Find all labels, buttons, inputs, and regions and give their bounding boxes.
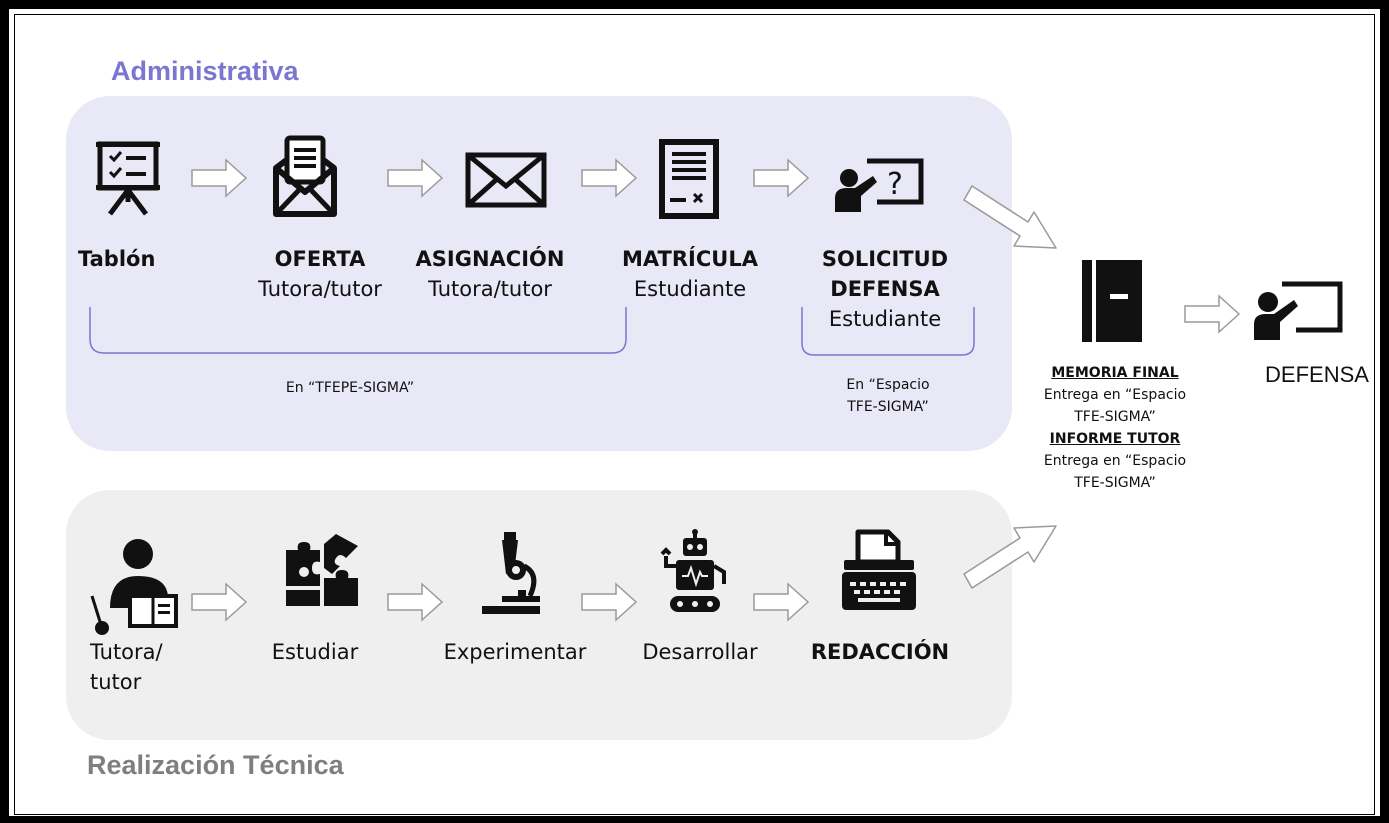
realizacion-tecnica-title: Realización Técnica: [87, 750, 344, 780]
tutor-label: Tutora/ tutor: [90, 640, 163, 694]
svg-text:?: ?: [887, 167, 903, 202]
tablon-label: Tablón: [78, 247, 156, 271]
arrow-right-icon: [191, 582, 248, 622]
typewriter-icon: [842, 529, 916, 610]
asignacion-label: ASIGNACIÓN Tutora/tutor: [415, 247, 565, 301]
arrow-right-icon: [581, 158, 638, 198]
brace-espacio: [801, 307, 975, 356]
teacher-question-icon: ?: [835, 158, 924, 212]
arrow-right-icon: [753, 158, 810, 198]
defensa-label: DEFENSA: [1265, 362, 1369, 387]
memoria-final-block: MEMORIA FINAL Entrega en “Espacio TFE-SI…: [1043, 365, 1187, 491]
estudiar-label: Estudiar: [271, 640, 359, 664]
arrow-right-icon: [581, 582, 638, 622]
envelope-letter-icon: [273, 135, 337, 217]
document-form-icon: [659, 139, 719, 219]
arrow-right-icon: [387, 158, 444, 198]
matricula-label: MATRÍCULA Estudiante: [622, 247, 758, 301]
teacher-board-icon: [1254, 281, 1343, 340]
arrow-diagonal-up-icon: [963, 525, 1057, 589]
tfepe-note: En “TFEPE-SIGMA”: [285, 380, 415, 396]
arrow-right-icon: [753, 582, 810, 622]
arrow-right-icon: [387, 582, 444, 622]
desarrollar-label: Desarrollar: [642, 640, 758, 664]
envelope-icon: [465, 152, 547, 208]
brace-tfepe: [89, 307, 627, 354]
inner-frame: [14, 14, 1375, 815]
redaccion-label: REDACCIÓN: [810, 640, 950, 664]
book-icon: [1082, 260, 1142, 342]
presentation-board-icon: [96, 141, 160, 216]
experimentar-label: Experimentar: [443, 640, 587, 664]
realizacion-tecnica-panel: [66, 490, 1012, 740]
arrow-right-icon: [191, 158, 248, 198]
robot-icon: [660, 529, 726, 612]
espacio-note: En “Espacio TFE-SIGMA”: [846, 377, 930, 415]
arrow-right-icon: [1184, 294, 1241, 334]
microscope-icon: [482, 532, 540, 614]
arrow-diagonal-down-icon: [963, 185, 1057, 249]
solicitud-defensa-label: SOLICITUD DEFENSA Estudiante: [821, 247, 949, 331]
puzzle-icon: [286, 534, 358, 606]
administrativa-title: Administrativa: [111, 56, 299, 86]
tutor-reading-icon: [90, 539, 178, 635]
oferta-label: OFERTA Tutora/tutor: [258, 247, 382, 301]
